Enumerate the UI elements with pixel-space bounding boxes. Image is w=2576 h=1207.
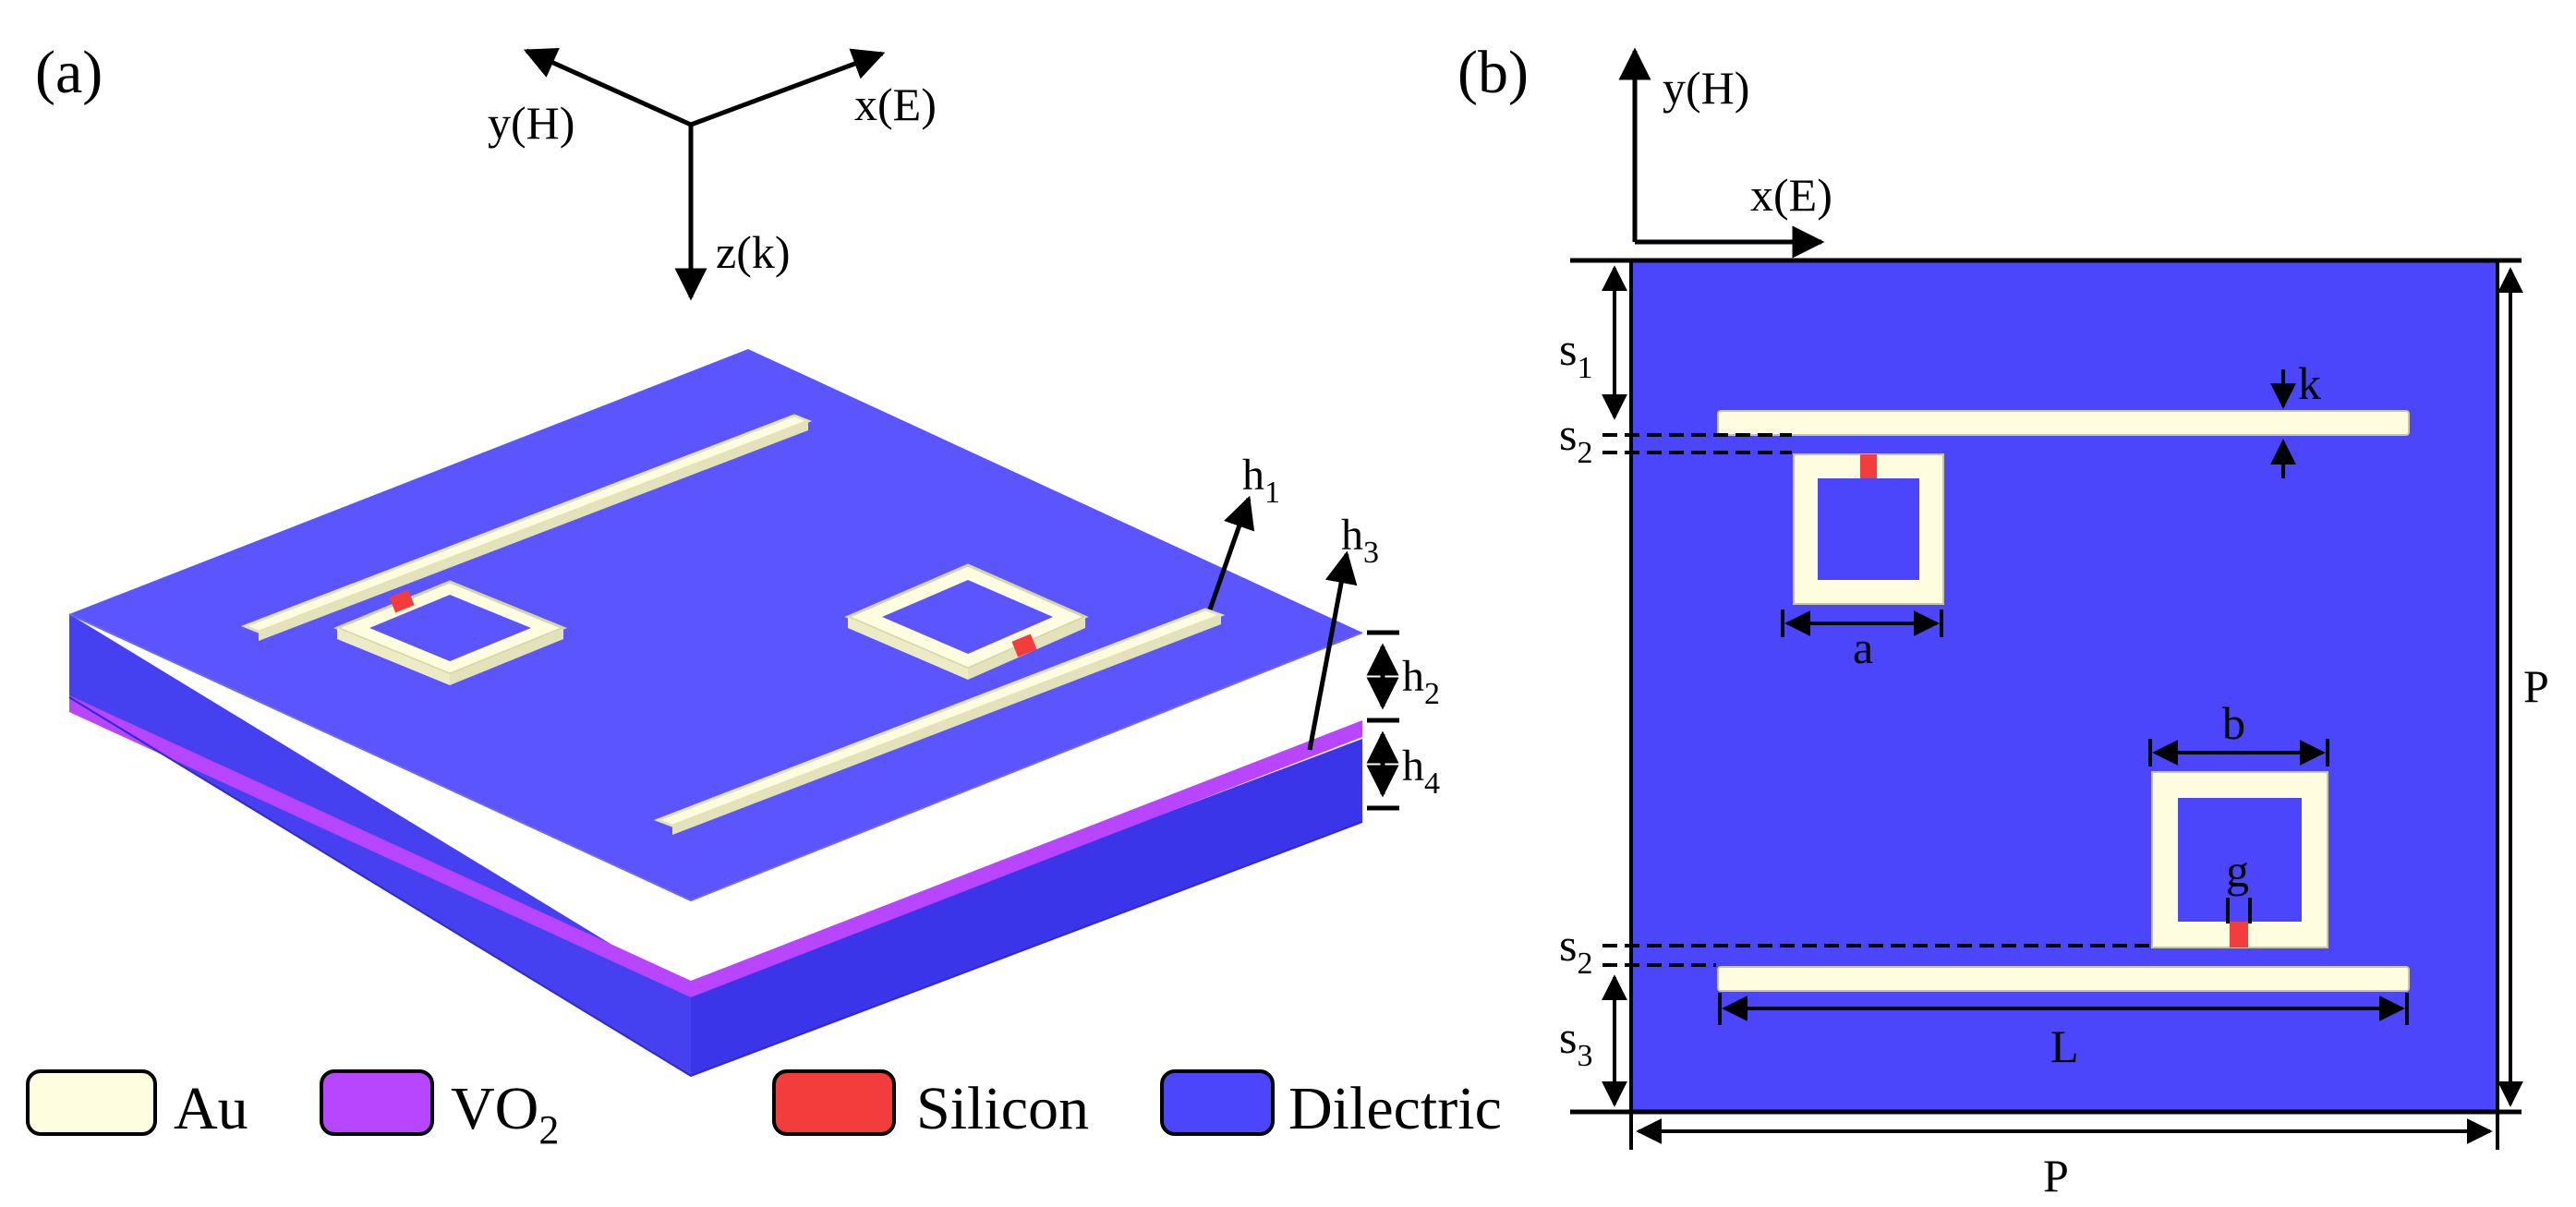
x-axis-arrow-a [690, 48, 886, 127]
gold-bar-bottom-side [672, 615, 1221, 835]
h2-label: h2 [1402, 652, 1440, 711]
silicon-gap-top-2d [1860, 454, 1877, 478]
x-axis-label-b: x(E) [1750, 169, 1832, 221]
z-axis-label-a: z(k) [716, 226, 791, 278]
panel-b-label: (b) [1457, 39, 1529, 106]
vo2-layer-right [691, 720, 1362, 997]
silicon-gap-2 [1011, 634, 1037, 658]
legend-swatch-silicon [772, 1069, 896, 1136]
panel-b-axes [1618, 47, 1825, 259]
P-bottom-label: P [2043, 1150, 2069, 1201]
gold-structures-3d [240, 414, 1226, 835]
y-axis-label-a: y(H) [488, 97, 574, 149]
slab-right-side [691, 739, 1362, 1076]
y-axis-label-b: y(H) [1663, 62, 1749, 114]
panel-b-dimensions [1602, 265, 2523, 1144]
legend-label-vo2: VO2 [451, 1075, 559, 1153]
slab-top-edge [68, 613, 1363, 902]
silicon-gap-1 [389, 589, 415, 613]
h3-label: h3 [1341, 511, 1379, 570]
h4-label: h4 [1402, 742, 1440, 801]
gold-bar-top-side [259, 421, 808, 641]
x-axis-label-a: x(E) [854, 78, 937, 130]
slab-3d [68, 349, 1363, 1078]
legend-label-dielectric: Dilectric [1288, 1075, 1502, 1142]
L-label: L [2050, 1020, 2079, 1072]
silicon-gap-bottom-2d [2230, 922, 2248, 947]
gold-bar-bottom-2d [1717, 966, 2410, 992]
gold-bar-top-2d [1717, 410, 2410, 436]
k-label: k [2298, 357, 2321, 409]
b-label: b [2222, 697, 2245, 749]
panel-a-axes [523, 47, 886, 301]
g-label: g [2226, 845, 2249, 897]
legend-label-au: Au [174, 1075, 248, 1142]
gold-ring-bottom-2d-hole [2178, 798, 2302, 922]
s2-bottom-label: s2 [1559, 919, 1592, 981]
legend-swatch-vo2 [320, 1069, 434, 1136]
a-label: a [1853, 622, 1873, 673]
legend: Au VO2 Silicon Dilectric [26, 1069, 1502, 1153]
gold-ring-top-2d-hole [1818, 478, 1919, 580]
legend-swatch-au [26, 1069, 157, 1136]
vo2-layer-left [69, 695, 691, 997]
y-axis-arrow-a [523, 47, 693, 127]
panel-a-label: (a) [35, 39, 103, 106]
legend-label-silicon: Silicon [916, 1075, 1089, 1142]
slab-lower-edge [68, 696, 1363, 1078]
s1-label: s1 [1559, 323, 1592, 385]
s3-label: s3 [1559, 1011, 1592, 1073]
legend-swatch-dielectric [1160, 1069, 1275, 1136]
s2-top-label: s2 [1559, 408, 1592, 470]
h1-label: h1 [1242, 451, 1280, 510]
panel-a-dimensions [1207, 495, 1399, 811]
P-right-label: P [2523, 660, 2549, 712]
h1-arrow [1207, 495, 1255, 610]
h3-arrow [1307, 550, 1358, 751]
